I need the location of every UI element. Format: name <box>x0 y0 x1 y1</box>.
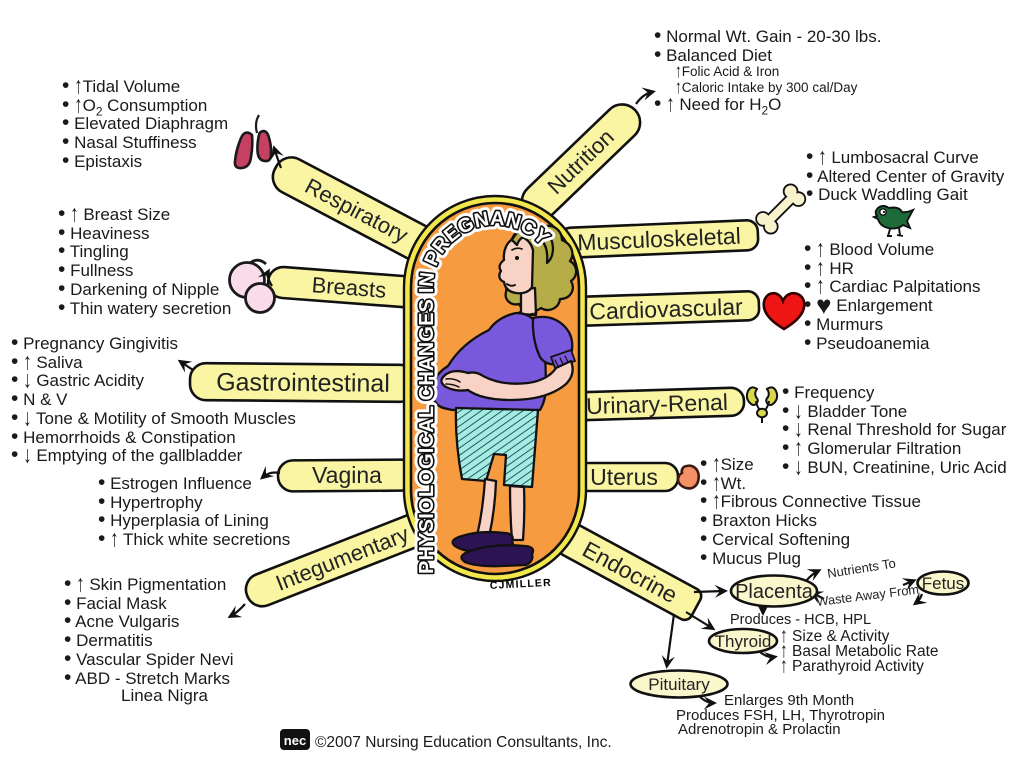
svg-text:CJMILLER: CJMILLER <box>490 577 553 592</box>
svg-text:Pituitary: Pituitary <box>648 675 710 694</box>
svg-text:Breasts: Breasts <box>311 272 387 303</box>
svg-text:Thyroid: Thyroid <box>715 632 772 651</box>
svg-text:Vagina: Vagina <box>312 462 382 488</box>
svg-text:nec: nec <box>284 733 306 748</box>
svg-text:Placenta: Placenta <box>735 581 814 603</box>
svg-text:Cardiovascular: Cardiovascular <box>589 293 744 324</box>
svg-text:Waste Away From: Waste Away From <box>816 582 920 609</box>
svg-text:Fetus: Fetus <box>922 574 965 593</box>
svg-text:Urinary-Renal: Urinary-Renal <box>586 389 729 419</box>
svg-text:Integumentary: Integumentary <box>272 521 412 596</box>
svg-text:Gastrointestinal: Gastrointestinal <box>216 368 390 398</box>
svg-text:Uterus: Uterus <box>590 464 658 490</box>
